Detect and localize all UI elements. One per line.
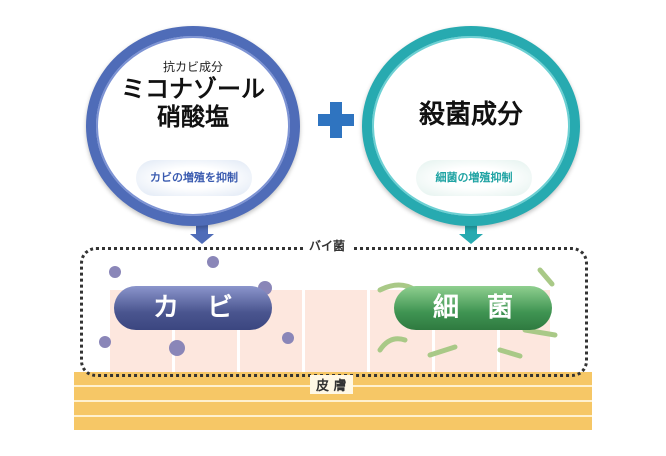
skin-label: 皮 膚	[310, 375, 353, 394]
effect-badge: カビの増殖を抑制	[136, 160, 252, 196]
germs-label: バイ菌	[303, 237, 352, 254]
antifungal-circle: 抗カビ成分 ミコナゾール 硝酸塩 カビの増殖を抑制	[86, 26, 300, 226]
subtitle: 抗カビ成分	[162, 60, 223, 74]
plus-icon	[318, 102, 354, 138]
bactericidal-circle: 殺菌成分 細菌の増殖抑制	[362, 26, 580, 226]
title-line1: ミコナゾール	[121, 75, 265, 103]
bacteria-pill: 細菌	[394, 286, 552, 330]
mold-pill: カビ	[114, 286, 272, 330]
title: 殺菌成分	[418, 100, 523, 130]
effect-badge: 細菌の増殖抑制	[416, 160, 532, 196]
title-line2: 硝酸塩	[157, 103, 229, 131]
